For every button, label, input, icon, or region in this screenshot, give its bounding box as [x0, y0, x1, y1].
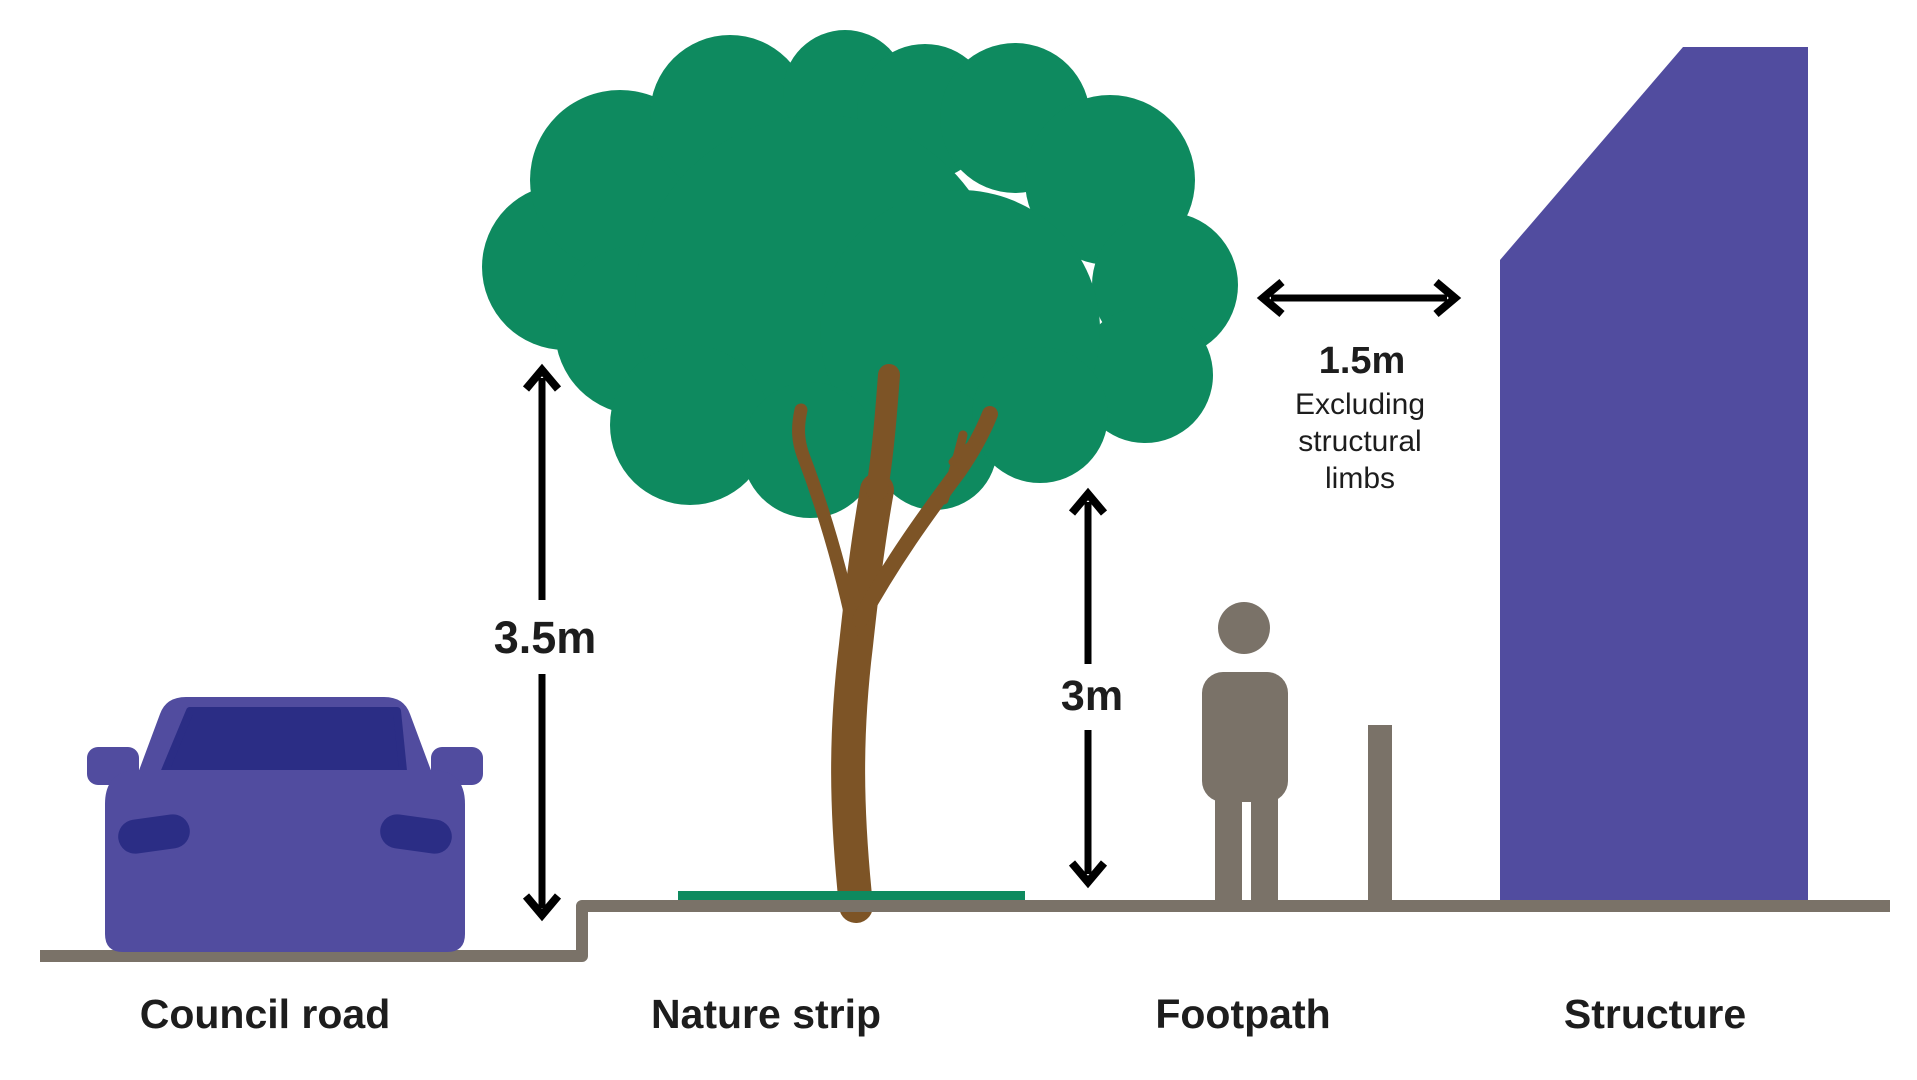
structure-clearance-arrow [1256, 278, 1462, 318]
car-front-icon [87, 697, 483, 952]
arrow-up-head [522, 363, 562, 392]
zone-label-nature-strip: Nature strip [650, 991, 882, 1037]
tree-icon [482, 30, 1238, 923]
arrow-down-head [522, 893, 562, 922]
bollard-post-icon [1368, 725, 1392, 902]
arrow-right-head [1433, 278, 1462, 318]
footpath-clearance-measurement-label: 3m [1060, 672, 1124, 720]
car-body [105, 770, 465, 952]
person-head [1218, 602, 1270, 654]
tree-height-arrow [522, 363, 562, 922]
car-windshield [161, 707, 407, 775]
person-torso [1202, 672, 1288, 802]
zone-label-footpath: Footpath [1155, 991, 1331, 1037]
structure-clearance-note-line-1: Excluding [1294, 388, 1426, 421]
person-right-leg [1251, 790, 1278, 900]
tree-height-measurement-label: 3.5m [493, 612, 597, 663]
building-icon [1500, 47, 1808, 906]
car-right-headlight [380, 814, 452, 854]
tree-trunk [792, 364, 998, 923]
ground-line [40, 900, 1890, 962]
zone-label-structure: Structure [1563, 991, 1747, 1037]
person-left-leg [1215, 790, 1242, 900]
structure-clearance-note-line-2: structural [1298, 425, 1422, 458]
arrow-down-head [1068, 860, 1108, 889]
car-left-headlight [118, 814, 190, 854]
person-icon [1202, 602, 1288, 900]
arrow-left-head [1256, 278, 1285, 318]
footpath-clearance-arrow [1068, 487, 1108, 889]
tree-canopy [482, 30, 1238, 518]
structure-clearance-measurement-label: 1.5m [1318, 340, 1406, 382]
zone-label-council-road: Council road [139, 991, 391, 1037]
structure-clearance-note-line-3: limbs [1324, 462, 1396, 495]
structure-clearance-note: Excluding structural limbs [1295, 386, 1425, 497]
arrow-up-head [1068, 487, 1108, 516]
